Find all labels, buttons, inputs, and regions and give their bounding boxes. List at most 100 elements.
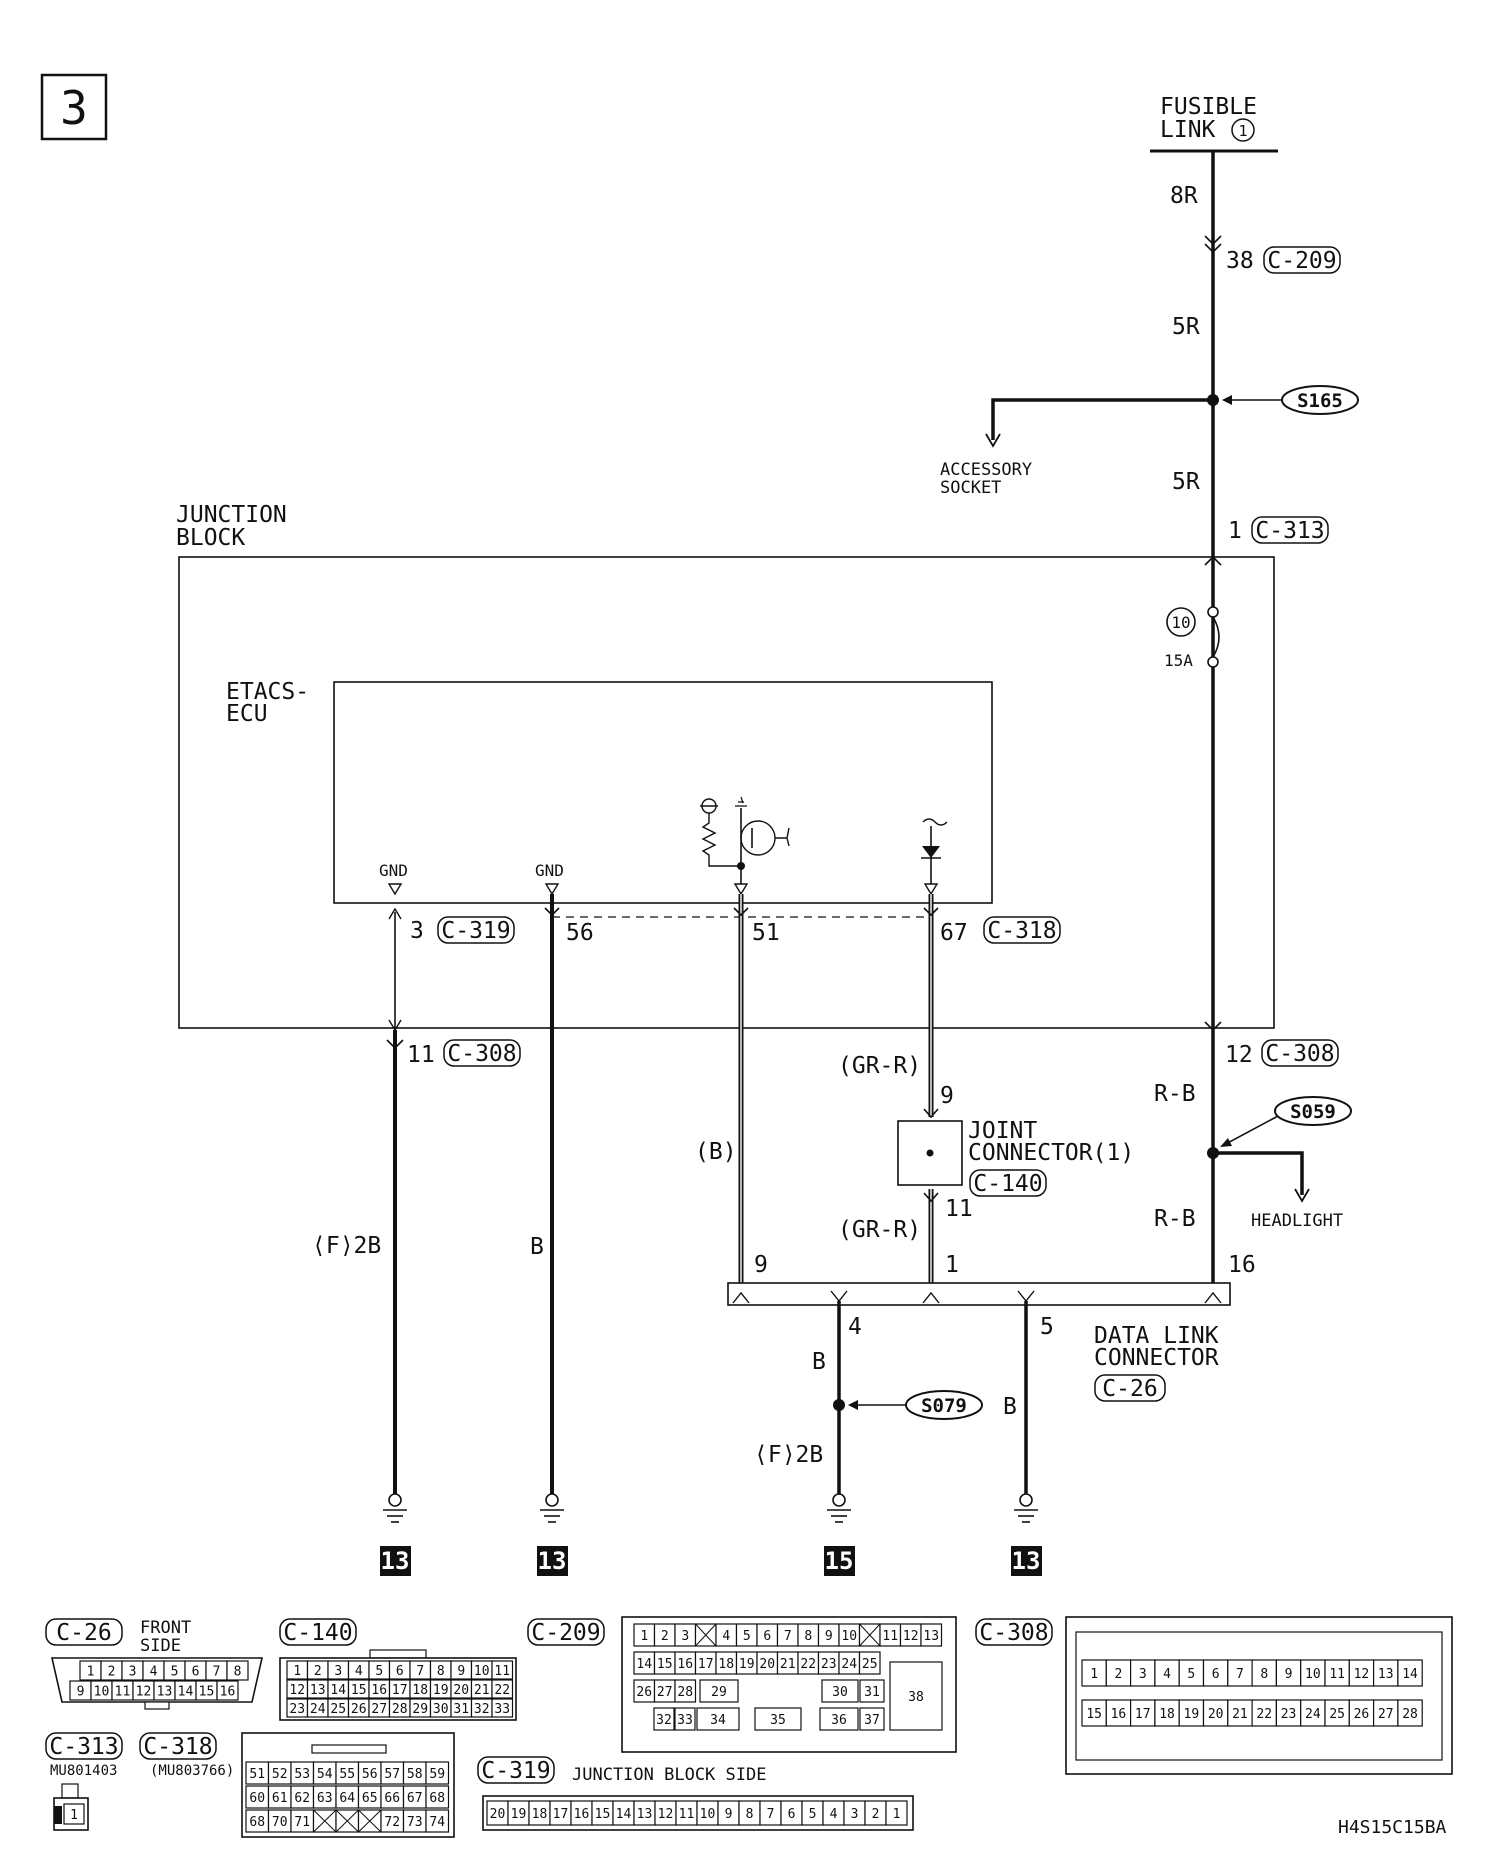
c308-pin-16-cell	[1105, 1699, 1132, 1727]
c319-pin-3: 3	[851, 1807, 859, 1822]
splice-s165-badge	[1281, 385, 1359, 415]
c319-pin-2: 2	[872, 1807, 880, 1822]
accessory-socket-label: ACCESSORY	[940, 460, 1032, 480]
c140-view-tag-text: C-140	[283, 1620, 352, 1646]
c209-pin-2: 2	[661, 1629, 669, 1644]
c209-pin-22: 22	[800, 1657, 816, 1672]
c308-pin-19: 19	[1184, 1707, 1200, 1722]
c209-pin-35-cell	[754, 1707, 802, 1731]
c318-pin-71: 71	[294, 1815, 310, 1830]
c308-pin-26-cell	[1348, 1699, 1375, 1727]
c209-pin-23: 23	[821, 1657, 837, 1672]
c308-pin-27-cell	[1372, 1699, 1399, 1727]
c26-view-tag-text: C-26	[56, 1620, 111, 1646]
c308-pin-25-cell	[1324, 1699, 1350, 1727]
splice-s165-label: S165	[1297, 390, 1343, 412]
pin-56-label: 56	[566, 920, 594, 946]
c308-pin-20: 20	[1208, 1707, 1224, 1722]
wire-b-pin4: B	[812, 1349, 826, 1375]
accessory-socket-label-2: SOCKET	[940, 478, 1001, 498]
joint-connector-box	[897, 1120, 963, 1186]
c308-view-shell	[1065, 1616, 1453, 1775]
c319-pin-16: 16	[574, 1807, 590, 1822]
c209-pin-38-cell	[889, 1661, 943, 1731]
c318-pin-61: 61	[272, 1791, 288, 1806]
c209-pin-17: 17	[698, 1657, 714, 1672]
transistor-ground-tick	[735, 796, 747, 807]
c26-pin-12: 12	[136, 1685, 152, 1700]
c318-view-latch	[311, 1744, 387, 1754]
c318-pin-52: 52	[272, 1767, 288, 1782]
c318-pin-57: 57	[384, 1767, 400, 1782]
c209-pin-24: 24	[841, 1657, 857, 1672]
c308-pin-3-cell	[1129, 1659, 1156, 1687]
c26-pin-8-cell	[226, 1660, 249, 1681]
c308-pin-2: 2	[1115, 1667, 1123, 1682]
c308-pin-18: 18	[1159, 1707, 1175, 1722]
c140-pin-9: 9	[457, 1664, 465, 1679]
c318-pin-74: 74	[429, 1815, 445, 1830]
joint-pin9-chevron	[923, 1108, 939, 1119]
c319-pin-17: 17	[553, 1807, 569, 1822]
c209-pin-20: 20	[759, 1657, 775, 1672]
c308-pin-12: 12	[1354, 1667, 1370, 1682]
wire-f2b-left: ⟨F⟩2B	[312, 1233, 381, 1259]
wire-pin11-chevron	[386, 1039, 404, 1050]
data-link-connector-box	[727, 1282, 1231, 1306]
ground-ref-2: 13	[538, 1547, 567, 1575]
c313-pin-label: 1	[1228, 518, 1242, 544]
c140-pin-17: 17	[392, 1683, 408, 1698]
c319-pin-4: 4	[830, 1807, 838, 1822]
accessory-arrow	[985, 433, 1001, 448]
fusible-link-number: 1	[1238, 122, 1247, 140]
c313-view-key	[54, 1806, 62, 1824]
ground-symbol-3	[827, 1493, 851, 1523]
c209-pin-33: 33	[677, 1713, 693, 1728]
dlc-pin-4: 4	[848, 1314, 862, 1340]
c140-pin-11: 11	[494, 1664, 510, 1679]
page-number: 3	[60, 81, 88, 135]
c318-pin-58: 58	[407, 1767, 423, 1782]
c26-front-side-label-2: SIDE	[140, 1636, 181, 1656]
c209-pin-34-cell	[696, 1707, 740, 1731]
c140-pin-33: 33	[494, 1702, 510, 1717]
data-link-connector-label-2: CONNECTOR	[1094, 1345, 1219, 1371]
joint-pin-11: 11	[945, 1196, 973, 1222]
c209-pin-30-cell	[821, 1679, 859, 1703]
c318-pin-54: 54	[317, 1767, 333, 1782]
c308-view-tag	[975, 1618, 1053, 1646]
c209-pin-11: 11	[882, 1629, 898, 1644]
c308-tag-left	[443, 1039, 521, 1067]
c308-pin-24-cell	[1300, 1699, 1326, 1727]
c209-pin-31: 31	[864, 1685, 880, 1700]
c318-pin-60: 60	[249, 1791, 265, 1806]
junction-block-box	[178, 556, 1275, 1029]
c318-pin-53: 53	[294, 1767, 310, 1782]
c26-pin-6: 6	[192, 1665, 200, 1680]
c26-pin-5: 5	[171, 1665, 179, 1680]
c26-pin-11: 11	[115, 1685, 131, 1700]
c209-pin-5: 5	[743, 1629, 751, 1644]
c308-view-inner	[1075, 1631, 1443, 1761]
c209-pin-33-cell	[674, 1707, 696, 1731]
c140-view-tag	[279, 1618, 357, 1646]
transistor-output	[775, 827, 790, 847]
ground-ref-3: 15	[825, 1547, 854, 1575]
c308-pin-23: 23	[1281, 1707, 1297, 1722]
c140-pin-8: 8	[437, 1664, 445, 1679]
c26-pin-4: 4	[150, 1665, 158, 1680]
c319-pin-15: 15	[595, 1807, 611, 1822]
c308-pin-15-cell	[1081, 1699, 1107, 1727]
c313-view-tag	[45, 1732, 123, 1760]
dlc-pin-9: 9	[754, 1252, 768, 1278]
fusible-link-label: FUSIBLE	[1160, 94, 1257, 120]
ground-symbol-4	[1014, 1493, 1038, 1523]
c140-pin-5: 5	[375, 1664, 383, 1679]
c318-pin-66: 66	[384, 1791, 400, 1806]
c318-pin-74-cell	[425, 1809, 450, 1833]
dlc-pin-5: 5	[1040, 1314, 1054, 1340]
c26-pin-16-cell	[216, 1680, 239, 1701]
c308-pin-4: 4	[1163, 1667, 1171, 1682]
c140-pin-7: 7	[416, 1664, 424, 1679]
